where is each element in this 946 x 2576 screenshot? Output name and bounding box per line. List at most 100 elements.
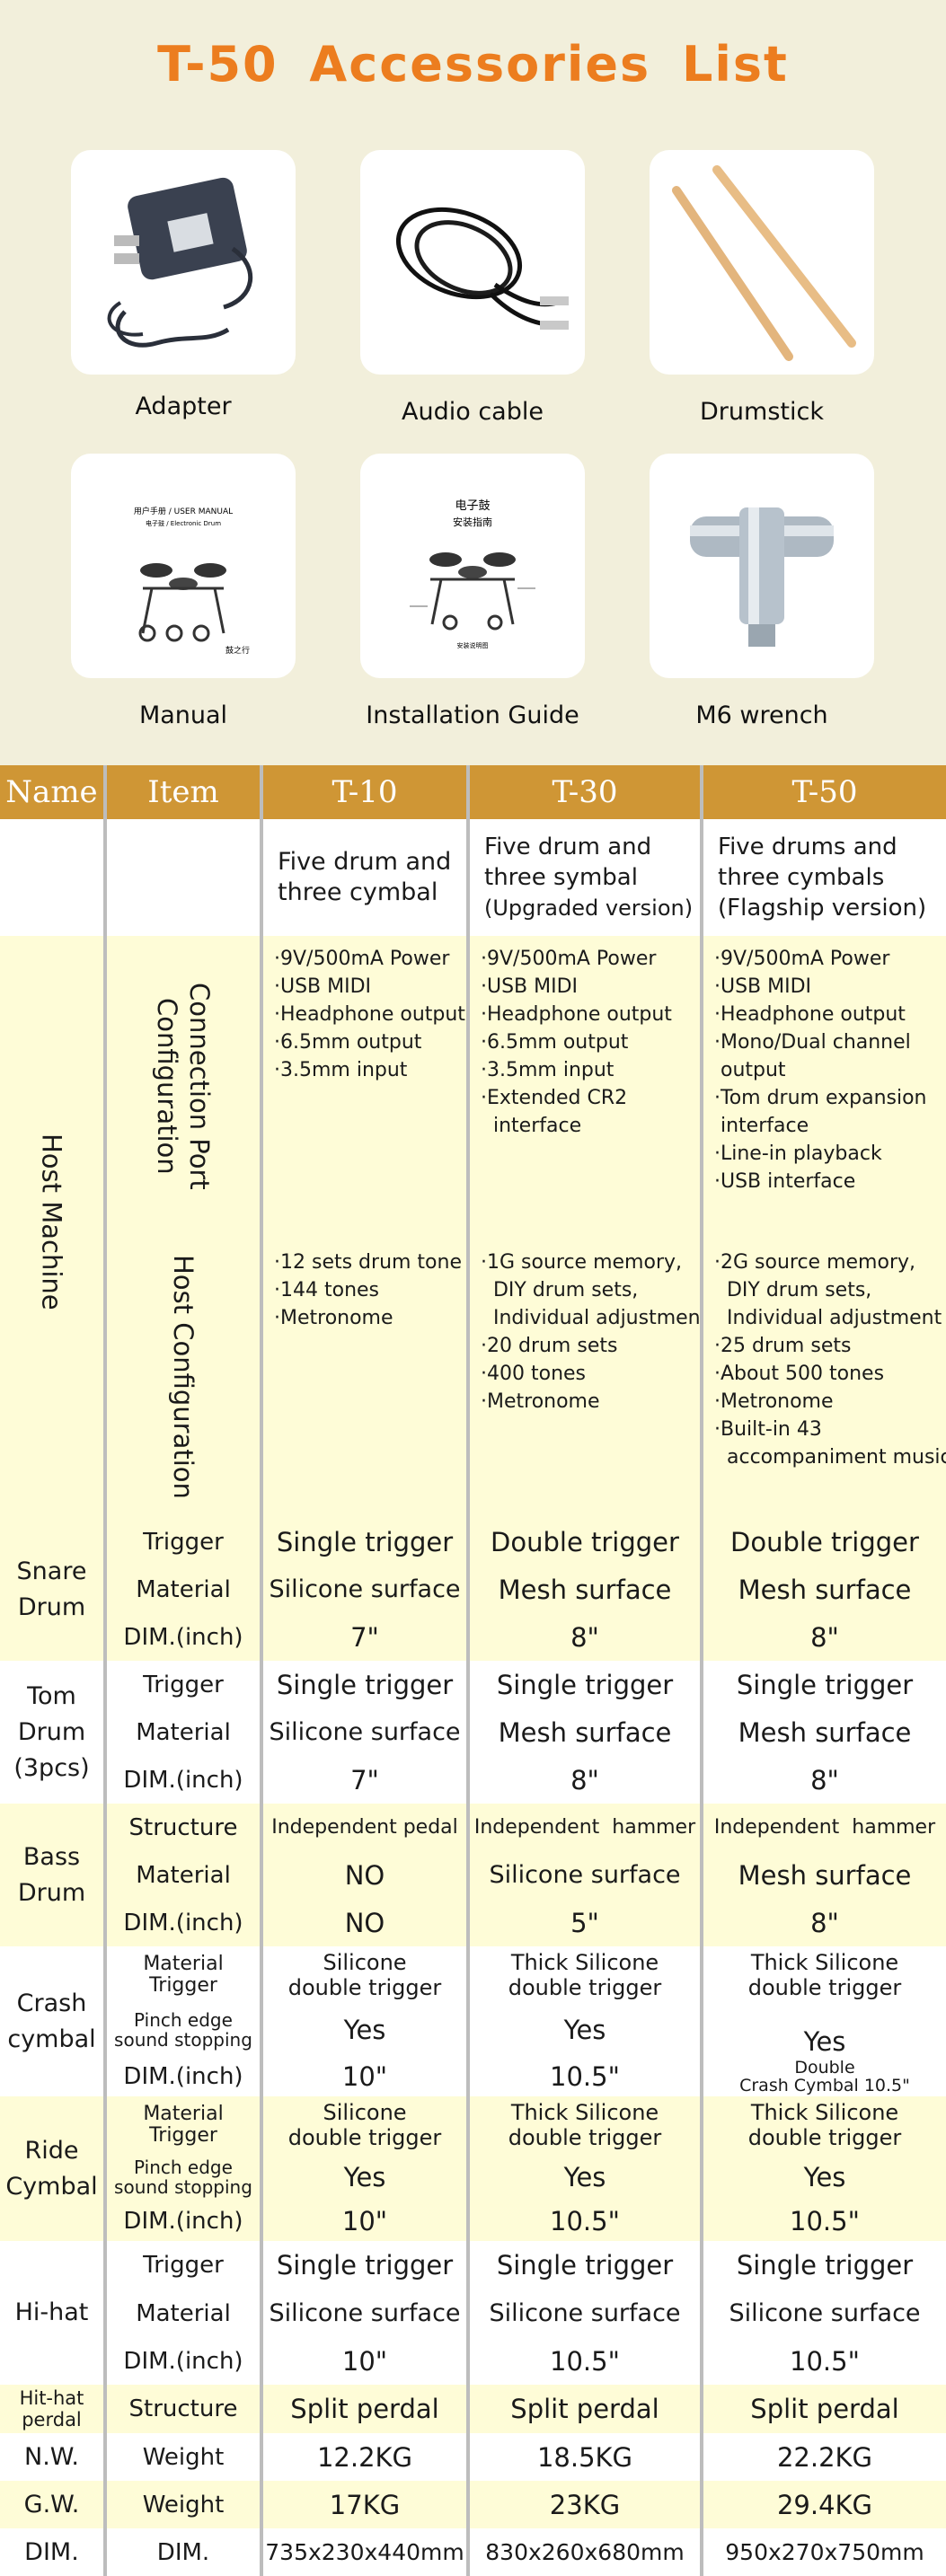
value-line: Silicone xyxy=(323,2099,407,2125)
item-cell: Trigger xyxy=(105,1518,263,1566)
desc-t30-line: three symbal xyxy=(484,864,638,891)
guide-heading-1: 电子鼓 xyxy=(455,499,490,513)
list-item: ·Line-in playback xyxy=(714,1142,882,1165)
value-cell: 10" xyxy=(261,2057,470,2096)
value-line: Double xyxy=(794,2058,855,2078)
value-cell: Mesh surface xyxy=(702,1566,946,1613)
list-item: ·9V/500mA Power xyxy=(274,948,450,970)
value-cell: 735x230x440mm xyxy=(261,2528,470,2576)
host-configuration-label: Host Configuration xyxy=(105,1239,263,1518)
drumstick-caption: Drumstick xyxy=(700,398,824,426)
manual-subheading: 电子鼓 / Electronic Drum xyxy=(146,519,221,527)
value-line: double trigger xyxy=(287,1974,442,2000)
tom-name-line: Drum xyxy=(17,1717,86,1746)
table-row: Hi-hat Trigger Single trigger Single tri… xyxy=(0,2241,946,2385)
value-cell: Independent hammer xyxy=(468,1804,703,1851)
list-item: ·About 500 tones xyxy=(714,1363,885,1385)
item-line: sound stopping xyxy=(114,2176,252,2198)
cfg-t10: ·12 sets drum tone ·144 tones ·Metronome xyxy=(261,1239,470,1518)
tom-name-line: (3pcs) xyxy=(13,1753,90,1782)
adapter-icon xyxy=(107,177,253,348)
list-item: ·9V/500mA Power xyxy=(714,948,890,970)
list-item: ·USB MIDI xyxy=(274,975,372,998)
crash-name-line: Crash xyxy=(16,1989,87,2017)
manual-icon: 用户手册 / USER MANUAL 电子鼓 / Electronic Drum… xyxy=(134,506,250,656)
value-cell: Yes xyxy=(261,2153,470,2201)
value-cell: Single trigger xyxy=(261,1661,470,1708)
spec-table: Name Item T-10 T-30 T-50 Five drum and t… xyxy=(0,765,946,2576)
m6-wrench-icon xyxy=(690,507,834,647)
list-item: ·3.5mm input xyxy=(481,1059,614,1081)
desc-t50-line: three cymbals xyxy=(718,864,885,891)
value-cell: Yes xyxy=(468,2003,703,2057)
table-row: G.W. Weight 17KG 23KG 29.4KG xyxy=(0,2481,946,2528)
conn-t10: ·9V/500mA Power ·USB MIDI ·Headphone out… xyxy=(261,936,470,1239)
list-item: ·Mono/Dual channel xyxy=(714,1031,911,1054)
item-line: Trigger xyxy=(149,1973,217,1997)
item-line: Material xyxy=(143,1952,224,1975)
table-row: DIM.(inch) NO 5" 8" xyxy=(0,1899,946,1946)
value-cell: Double trigger xyxy=(702,1518,946,1566)
list-item: ·2G source memory, xyxy=(714,1251,915,1274)
manual-caption: Manual xyxy=(138,701,228,729)
value-line: double trigger xyxy=(508,2124,662,2150)
value-cell: Single trigger xyxy=(261,2241,470,2289)
value-cell: Single trigger xyxy=(702,2241,946,2289)
table-row: DIM.(inch) 10" 10.5" 10.5" xyxy=(0,2337,946,2385)
desc-item-cell xyxy=(105,819,263,936)
list-item: interface xyxy=(714,1115,809,1137)
item-cell: DIM.(inch) xyxy=(105,2337,263,2385)
list-item: DIY drum sets, xyxy=(481,1279,639,1301)
item-line: Pinch edge xyxy=(134,2157,233,2178)
drumstick-card xyxy=(650,150,874,375)
list-item: ·Extended CR2 xyxy=(481,1087,628,1109)
list-item: ·Headphone output xyxy=(714,1003,906,1026)
table-row: DIM.(inch) 7" 8" 8" xyxy=(0,1613,946,1661)
list-item: ·3.5mm input xyxy=(274,1059,408,1081)
value-cell: 10.5" xyxy=(468,2057,703,2096)
installation-guide-icon: 电子鼓 安装指南 安装说明图 xyxy=(410,499,535,649)
table-row: Material Silicone surface Mesh surface M… xyxy=(0,1708,946,1756)
description-row: Five drum and three cymbal Five drum and… xyxy=(0,819,946,936)
table-row: Material Silicone surface Mesh surface M… xyxy=(0,1566,946,1613)
conn-t30: ·9V/500mA Power ·USB MIDI ·Headphone out… xyxy=(468,936,703,1239)
adapter-card xyxy=(71,150,296,375)
installation-guide-caption: Installation Guide xyxy=(366,701,579,729)
host-configuration-row: Host Configuration ·12 sets drum tone ·1… xyxy=(0,1239,946,1518)
value-line: Crash Cymbal 10.5" xyxy=(739,2076,910,2095)
list-item: output xyxy=(714,1059,786,1081)
value-cell: Independent pedal xyxy=(261,1804,470,1851)
value-cell: NO xyxy=(261,1899,470,1946)
item-cell: Trigger xyxy=(105,1661,263,1708)
table-row: N.W. Weight 12.2KG 18.5KG 22.2KG xyxy=(0,2433,946,2481)
list-item: ·20 drum sets xyxy=(481,1335,618,1357)
value-line: Thick Silicone xyxy=(750,2099,899,2125)
connection-port-line: Configuration xyxy=(152,997,182,1175)
bass-name-line: Bass xyxy=(22,1842,81,1871)
value-cell: 8" xyxy=(468,1756,703,1804)
value-cell: Single trigger xyxy=(702,1661,946,1708)
value-cell: 7" xyxy=(261,1613,470,1661)
item-cell: Material xyxy=(105,2289,263,2337)
accessories-section: T-50 Accessories List Adapter xyxy=(0,0,946,765)
desc-t10: Five drum and three cymbal xyxy=(261,819,470,936)
item-cell: Trigger xyxy=(105,2241,263,2289)
value-line: Thick Silicone xyxy=(510,1949,659,1975)
list-item: DIY drum sets, xyxy=(714,1279,872,1301)
value-cell: NO xyxy=(261,1851,470,1899)
audio-cable-caption: Audio cable xyxy=(402,398,544,426)
